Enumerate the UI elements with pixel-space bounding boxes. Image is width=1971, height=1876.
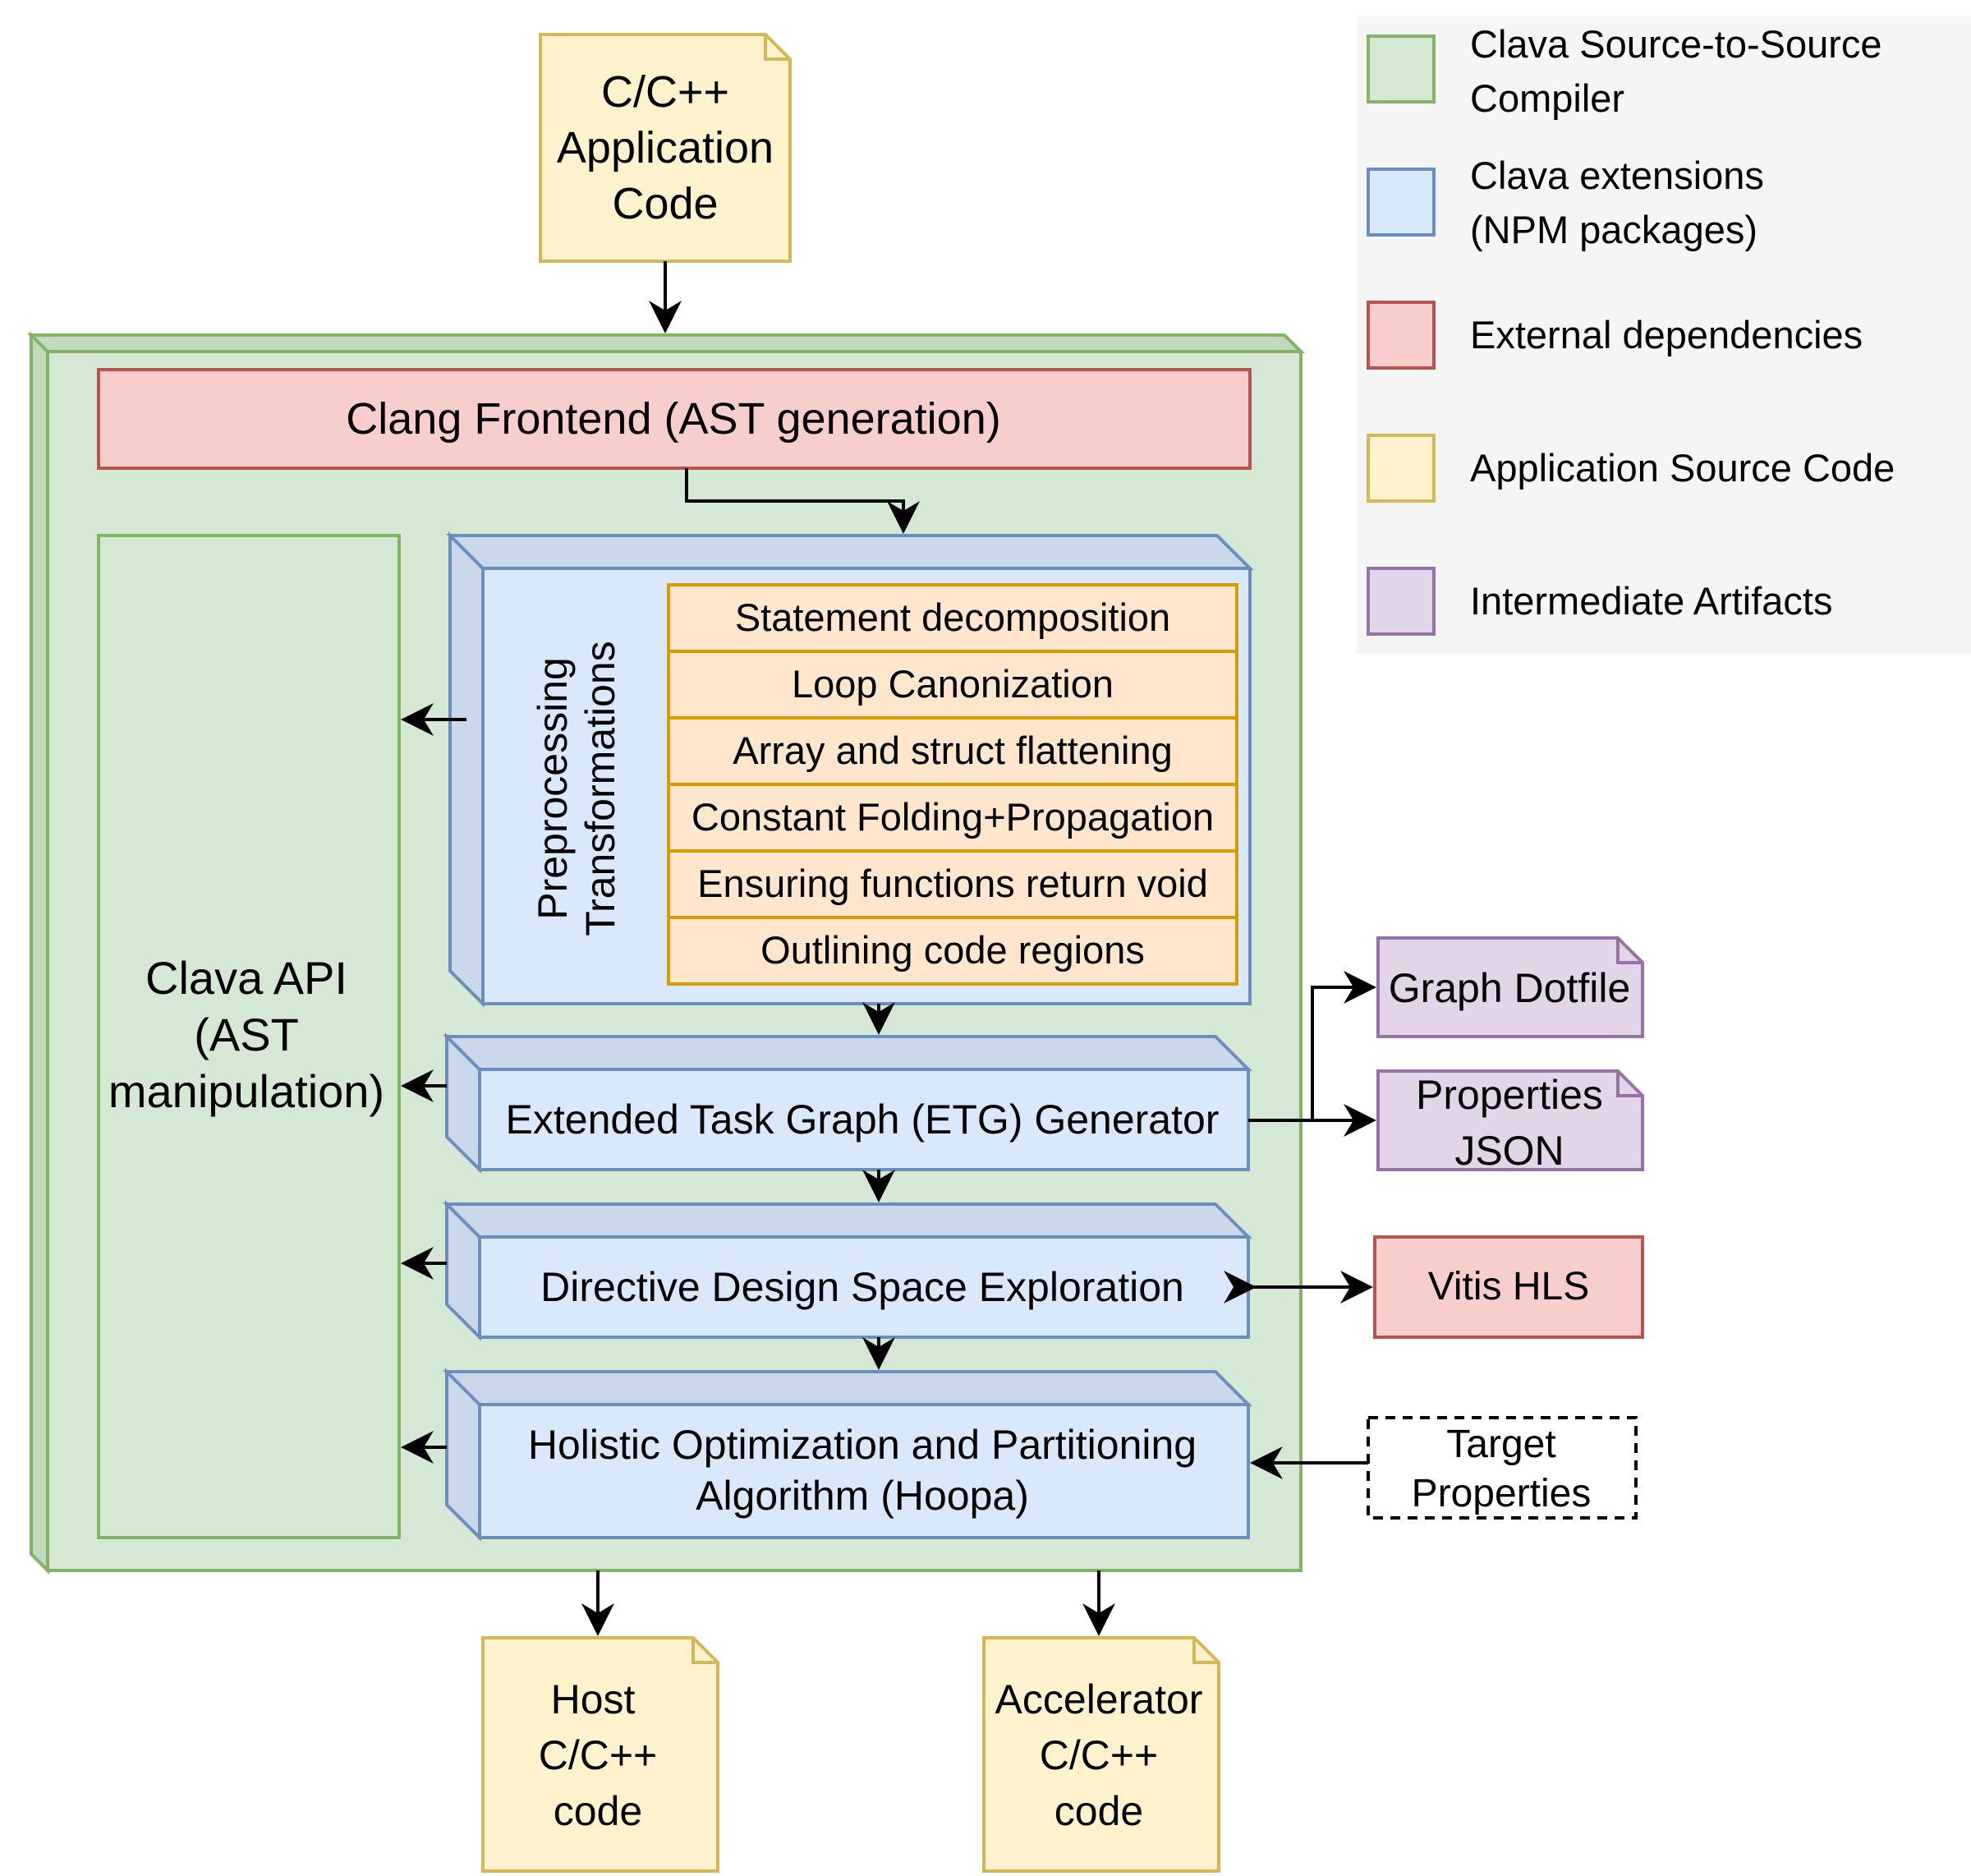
properties-json-document: Properties JSON bbox=[1376, 1069, 1644, 1174]
host-code-line-3: code bbox=[554, 1788, 642, 1834]
graph-dotfile-document: Graph Dotfile bbox=[1376, 936, 1644, 1038]
legend-swatch-src bbox=[1367, 434, 1436, 503]
hoopa-box: Holistic Optimization and Partitioning A… bbox=[443, 1368, 1252, 1542]
legend-swatch-ext bbox=[1367, 168, 1436, 237]
input-code-line-3: Code bbox=[612, 179, 718, 228]
vitis-hls-box: Vitis HLS bbox=[1373, 1235, 1644, 1339]
accelerator-code-line-3: code bbox=[1054, 1788, 1143, 1834]
etg-generator-box: Extended Task Graph (ETG) Generator bbox=[443, 1032, 1252, 1174]
graph-dotfile-label: Graph Dotfile bbox=[1389, 965, 1631, 1011]
arrow-clang-to-preprocessing bbox=[685, 468, 920, 534]
preprocessing-step-label: Outlining code regions bbox=[760, 928, 1145, 972]
clava-api-line-3: manipulation) bbox=[108, 1065, 384, 1117]
target-properties-line-1: Target bbox=[1446, 1423, 1555, 1466]
legend-swatch-dep bbox=[1367, 301, 1436, 370]
accelerator-code-line-1: Accelerator bbox=[995, 1676, 1203, 1722]
legend-label-dep: External dependencies bbox=[1470, 313, 1863, 356]
preprocessing-title-line-1: Preprocessing bbox=[530, 657, 576, 920]
dse-box: Directive Design Space Exploration bbox=[443, 1200, 1252, 1341]
legend: Clava Source-to-Source Compiler Clava ex… bbox=[1367, 22, 1895, 636]
hoopa-line-1: Holistic Optimization and Partitioning bbox=[528, 1422, 1197, 1468]
legend-label-art: Intermediate Artifacts bbox=[1470, 579, 1832, 623]
clang-frontend-box: Clang Frontend (AST generation) bbox=[97, 368, 1252, 470]
legend-label-src: Application Source Code bbox=[1470, 446, 1895, 490]
connectors bbox=[401, 261, 1376, 1636]
preprocessing-step-label: Constant Folding+Propagation bbox=[691, 795, 1214, 839]
input-code-document: C/C++ Application Code bbox=[539, 33, 792, 263]
preprocessing-step-row bbox=[667, 650, 1238, 720]
clava-api-line-2: (AST bbox=[194, 1009, 299, 1060]
dse-label: Directive Design Space Exploration bbox=[540, 1264, 1184, 1310]
preprocessing-step-row bbox=[667, 849, 1238, 919]
preprocessing-step-label: Statement decomposition bbox=[735, 595, 1170, 639]
host-code-document: Host C/C++ code bbox=[481, 1636, 719, 1873]
input-code-line-1: C/C++ bbox=[601, 67, 729, 117]
preprocessing-step-row bbox=[667, 783, 1238, 853]
preprocessing-box: Preprocessing Transformations Statement … bbox=[446, 531, 1254, 1008]
legend-swatch-art bbox=[1367, 567, 1436, 636]
vitis-hls-label: Vitis HLS bbox=[1428, 1265, 1590, 1308]
legend-label-ext-line-2: (NPM packages) bbox=[1470, 208, 1757, 251]
clang-frontend-label: Clang Frontend (AST generation) bbox=[346, 394, 1000, 444]
preprocessing-step-row bbox=[667, 916, 1238, 986]
accelerator-code-line-2: C/C++ bbox=[1040, 1732, 1159, 1778]
host-code-line-2: C/C++ bbox=[539, 1732, 658, 1778]
preprocessing-step-label: Loop Canonization bbox=[792, 662, 1114, 706]
legend-label-clava-line-2: Compiler bbox=[1470, 76, 1624, 120]
input-code-line-2: Application bbox=[557, 123, 774, 172]
etg-generator-label: Extended Task Graph (ETG) Generator bbox=[506, 1097, 1220, 1143]
target-properties-line-2: Properties bbox=[1412, 1472, 1592, 1515]
legend-label-ext-line-1: Clava extensions bbox=[1470, 154, 1764, 197]
host-code-line-1: Host bbox=[551, 1676, 636, 1722]
properties-json-line-2: JSON bbox=[1454, 1128, 1564, 1174]
properties-json-line-1: Properties bbox=[1416, 1072, 1603, 1118]
preprocessing-step-label: Ensuring functions return void bbox=[697, 862, 1208, 905]
preprocessing-step-row bbox=[667, 583, 1238, 653]
legend-panel bbox=[1357, 16, 1971, 654]
clava-api-box: Clava API (AST manipulation) bbox=[97, 534, 401, 1539]
legend-swatch-clava bbox=[1367, 34, 1436, 103]
clava-api-line-1: Clava API bbox=[145, 952, 347, 1004]
hoopa-line-2: Algorithm (Hoopa) bbox=[696, 1473, 1029, 1519]
preprocessing-step-label: Array and struct flattening bbox=[733, 729, 1173, 772]
preprocessing-title-line-2: Transformations bbox=[577, 641, 623, 936]
legend-label-clava-line-1: Clava Source-to-Source bbox=[1470, 22, 1882, 66]
accelerator-code-document: Accelerator C/C++ code bbox=[982, 1636, 1220, 1873]
preprocessing-step-row bbox=[667, 716, 1238, 786]
target-properties-box: Target Properties bbox=[1367, 1416, 1638, 1520]
